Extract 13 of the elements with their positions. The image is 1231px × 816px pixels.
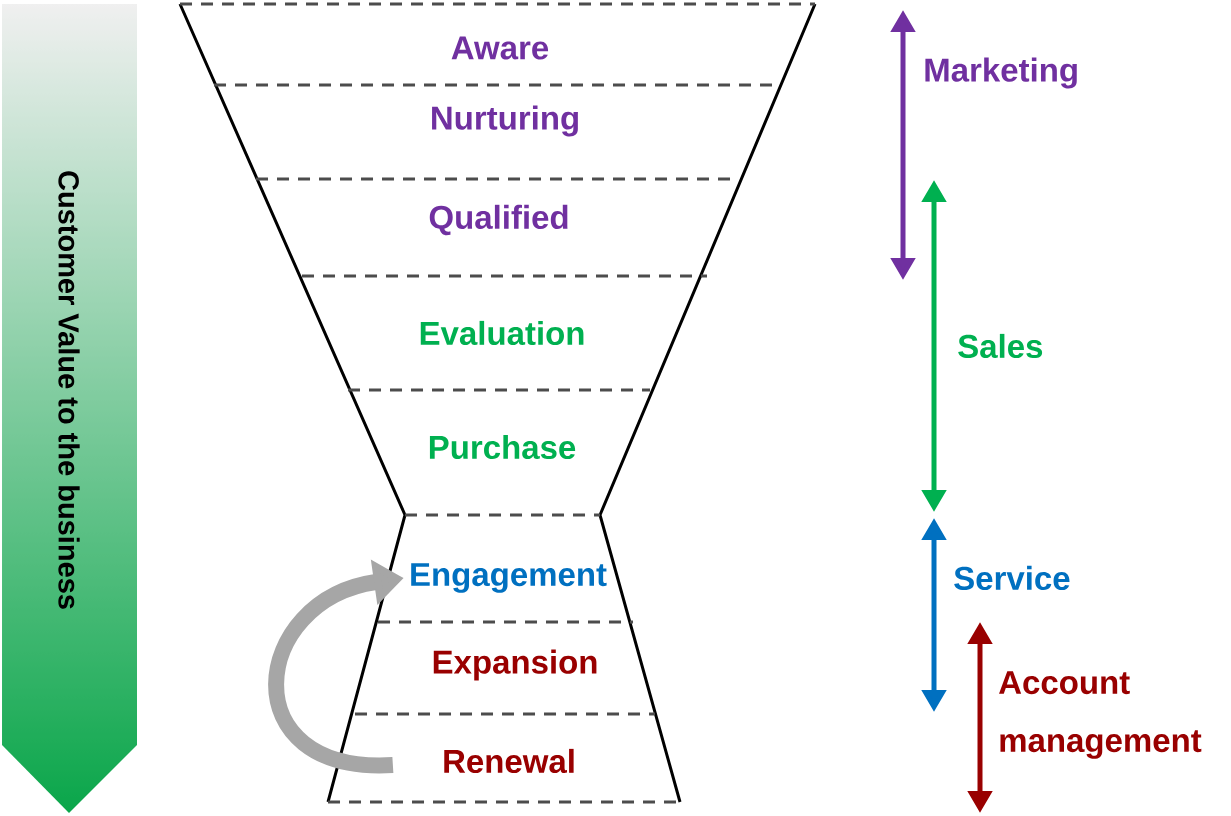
stage-label: Renewal [444,748,574,774]
stage-label: Nurturing [432,105,578,137]
stage-label: Purchase [429,434,576,460]
stage-label: Qualified [429,204,568,236]
team-label: Account management [999,671,1202,759]
stage-label: Aware [451,36,549,60]
team-label: Marketing [925,57,1077,89]
stage-label: Evaluation [420,320,584,346]
stage-label: Engagement [411,563,607,593]
value-arrow: Customer Value to the business [58,171,80,609]
team-label: Service [954,565,1070,591]
stage-label: Expansion [433,649,597,681]
team-label: Sales [958,333,1043,359]
